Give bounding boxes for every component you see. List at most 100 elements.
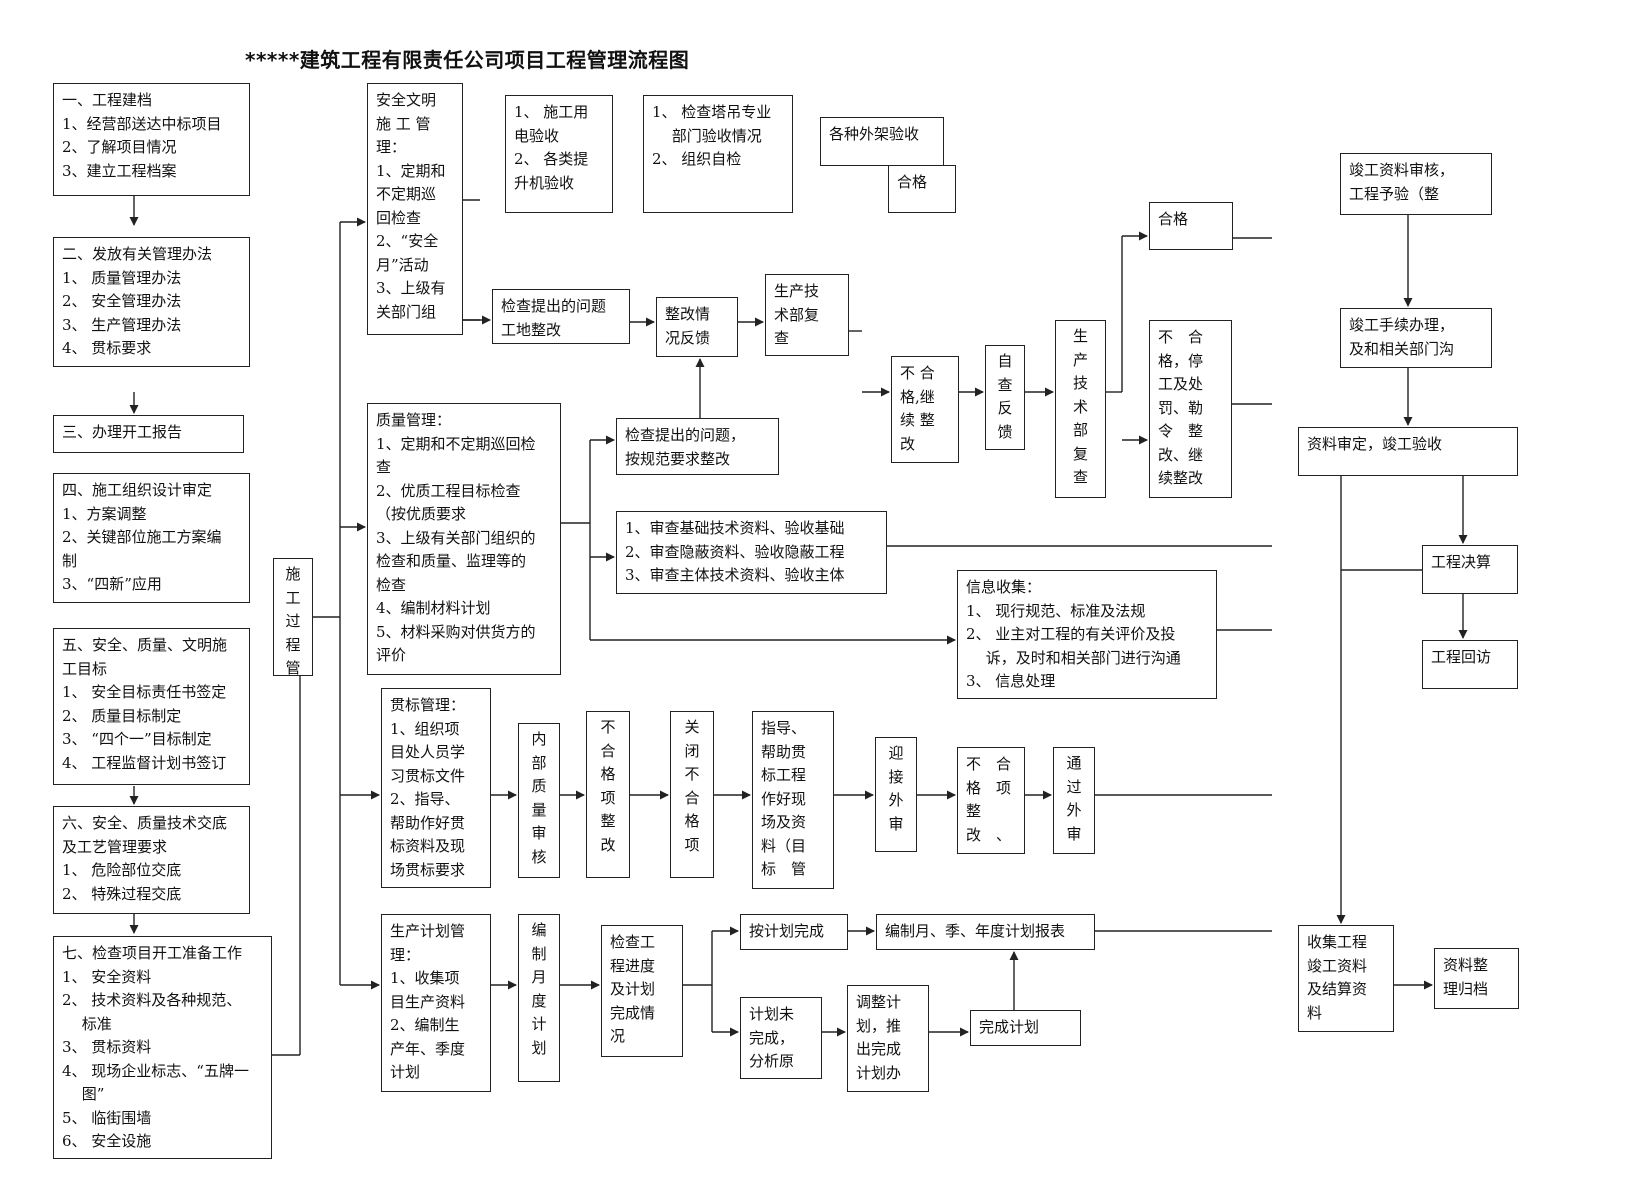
flow-box-line: 1、 现行规范、标准及法规 [966,601,1146,620]
flow-box-settle: 工程决算 [1422,545,1518,594]
flow-box-line: 2、 业主对工程的有关评价及投 [966,625,1176,643]
flow-box-unq2: 不 合格，停工及处罚、勒令 整改、继续整改 [1149,320,1232,498]
flow-box-line: 及结算资 [1307,980,1368,998]
flow-box-line: 2、审查隐蔽资料、验收隐蔽工程 [625,542,845,561]
flow-box-line: 1、组织项 [390,719,460,738]
flow-box-line: 出完成 [856,1040,902,1058]
flow-box-line: 格 [600,765,616,783]
flow-box-line: 3、 生产管理办法 [62,315,182,334]
flow-box-line: 作好现 [761,789,807,808]
flow-box-r3: 资料审定，竣工验收 [1298,427,1518,476]
flow-box-line: 资料审定，竣工验收 [1307,435,1443,453]
flow-box-line: 帮助作好贯 [390,813,466,832]
flow-box-line: 过 [1066,777,1082,796]
flow-box-line: 检查和质量、监理等的 [376,552,527,570]
flow-box-line: 改 [900,434,916,453]
flow-box-line: 标 管 [761,860,807,878]
flow-box-line: 5、 临街围墙 [62,1108,152,1127]
flow-box-line: 场及资 [761,813,807,831]
flow-box-line: 2、 特殊过程交底 [62,884,182,903]
flow-box-line: 内 [531,730,547,748]
flow-box-line: 改 [600,835,616,854]
flow-box-line: 竣工手续办理， [1349,316,1455,334]
flow-box-line: 格 [684,812,700,830]
flow-box-line: 工程予验（整 [1349,184,1440,203]
flow-box-line: 量 [531,800,547,819]
flow-box-line: 信息收集： [966,578,1042,596]
flow-box-close: 关闭不合格项 [670,711,714,878]
flow-box-unq1: 不 合格,继续 整改 [891,356,959,463]
flow-box-line: 过 [285,612,301,630]
flow-box-line: 指导、 [761,719,807,737]
flow-box-line: 四、施工组织设计审定 [62,481,213,499]
flow-box-line: 查 [997,375,1013,394]
flow-box-line: 回检查 [376,208,422,227]
flow-box-line: 3、 贯标资料 [62,1038,152,1056]
flow-box-undone: 计划未完成，分析原 [740,997,822,1079]
flow-box-adjust: 调整计划，推出完成计划办 [847,985,929,1092]
flow-box-pass_ext: 通过外审 [1053,747,1095,854]
flow-box-line: 产 [1072,350,1088,369]
flow-box-line: 完成， [749,1028,795,1047]
flow-box-line: 一、工程建档 [62,91,153,109]
flow-box-line: 3、 信息处理 [966,672,1056,690]
flow-box-line: 自 [997,352,1013,370]
flow-box-line: 检查工 [610,933,656,951]
flow-box-line: 产年、季度 [390,1039,466,1058]
flow-box-line: 2、指导、 [390,790,460,808]
flow-box-line: 计划 [390,1063,421,1081]
flow-box-line: 改、继 [1158,445,1204,464]
flow-box-line: 安全文明 [376,91,437,109]
flow-box-line: 料 [1307,1003,1323,1022]
flow-box-line: 2、 安全管理办法 [62,292,182,310]
flow-box-line: 二、发放有关管理办法 [62,245,213,263]
flow-box-line: 检查提出的问题 [501,297,607,315]
flow-box-line: 合格 [1158,210,1189,228]
flow-box-line: 3、 “四个一”目标制定 [62,730,212,748]
flow-box-pass2: 合格 [1149,202,1233,250]
flow-box-line: 1、收集项 [390,969,460,987]
flow-box-done: 按计划完成 [740,914,848,950]
flow-box-scaffold: 各种外架验收 [820,117,944,166]
flow-box-unq3: 不合格项整改 [586,711,630,878]
flow-box-archive: 资料整理归档 [1434,948,1519,1009]
flow-box-line: 迎 [888,744,904,762]
flow-box-line: 竣工资料审核， [1349,161,1455,179]
flow-box-line: 整 [600,812,616,830]
flow-box-line: 3、上级有 [376,279,446,297]
flow-box-line: 技 [1072,374,1088,392]
flow-box-line: 审 [531,824,547,842]
flow-box-line: 诉，及时和相关部门进行沟通 [966,648,1181,667]
flow-box-line: 反 [997,399,1013,417]
flow-box-line: 1、方案调整 [62,504,147,523]
flow-box-line: 4、 现场企业标志、“五牌一 [62,1061,249,1080]
flow-box-line: 格,继 [900,387,935,406]
flow-box-line: 1、审查基础技术资料、验收基础 [625,519,845,537]
flow-box-line: 令 整 [1158,422,1204,440]
flow-box-line: 工 [285,588,301,607]
flow-box-line: 审 [888,814,904,833]
flow-box-line: 月 [531,968,547,986]
flow-box-line: 核 [531,847,547,866]
flow-box-line: 不 [600,718,616,736]
flow-box-line: 术部复 [774,305,820,324]
flow-box-line: 计划办 [856,1063,902,1082]
flow-box-line: 目处人员学 [390,743,466,761]
flow-box-r2: 竣工手续办理，及和相关部门沟 [1340,308,1492,368]
flow-box-line: 工地整改 [501,320,562,339]
flow-box-line: 工程决算 [1431,553,1492,571]
flow-box-line: 及工艺管理要求 [62,837,168,856]
flow-box-line: 部 [1072,421,1088,439]
flow-box-line: 1、 施工用 [514,103,589,121]
flow-box-line: 帮助贯 [761,742,807,761]
flow-box-line: 查 [774,329,790,347]
flow-box-line: 合 [600,741,616,760]
flow-box-line: 2、优质工程目标检查 [376,481,521,500]
flow-box-line: 七、检查项目开工准备工作 [62,944,243,962]
flow-box-line: 生产计划管 [390,922,466,940]
flow-box-line: 度 [531,991,547,1010]
